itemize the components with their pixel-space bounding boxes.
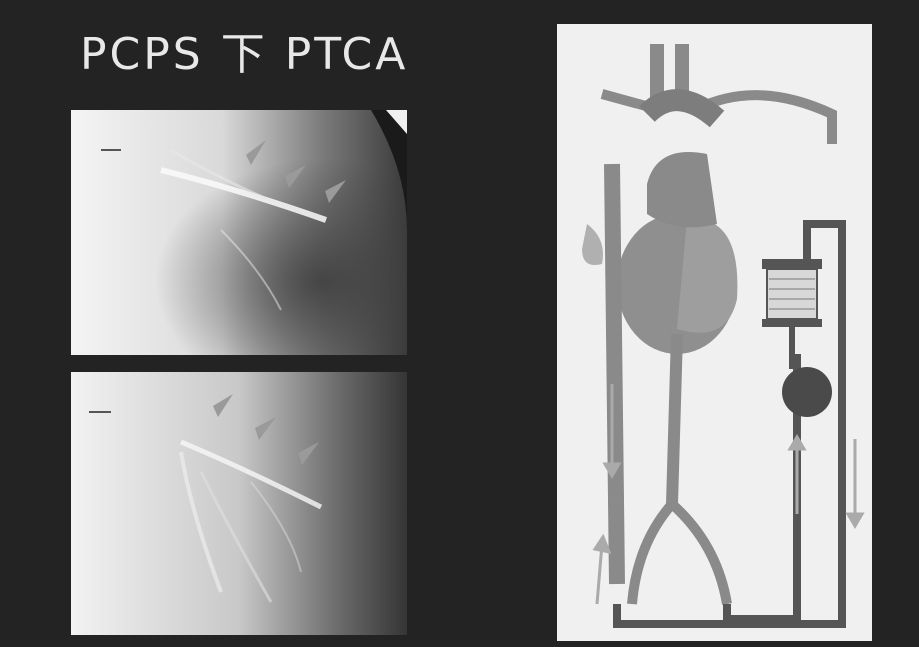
pcps-circuit-diagram [557,24,872,641]
angiogram-top [71,110,407,355]
angiogram-bottom [71,372,407,635]
slide-title: PCPS 下 PTCA [80,18,408,82]
